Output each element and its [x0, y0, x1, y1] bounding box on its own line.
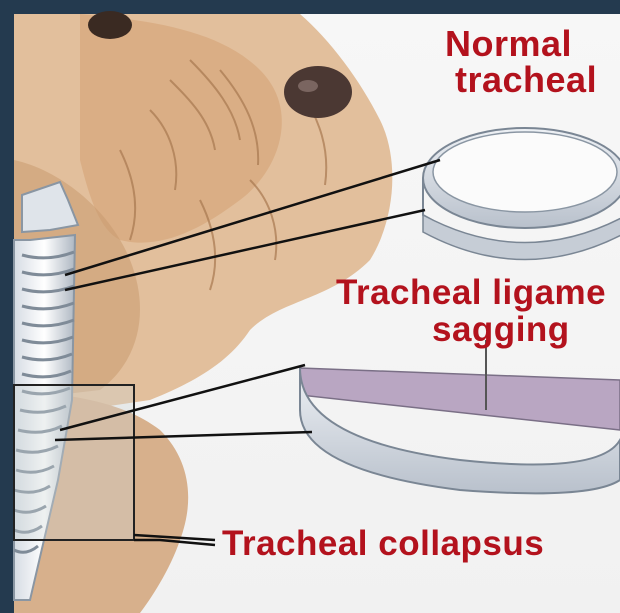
dog-eye — [88, 11, 132, 39]
label-normal-tracheal-line2: tracheal — [455, 62, 597, 98]
dog-nose — [284, 66, 352, 118]
label-ligament-sagging-line2: sagging — [432, 312, 570, 347]
label-ligament-sagging-line1: Tracheal ligame — [336, 275, 606, 310]
collapse-region-box — [14, 385, 134, 540]
label-tracheal-collapsus: Tracheal collapsus — [222, 526, 544, 561]
label-normal-tracheal-line1: Normal — [445, 26, 572, 62]
